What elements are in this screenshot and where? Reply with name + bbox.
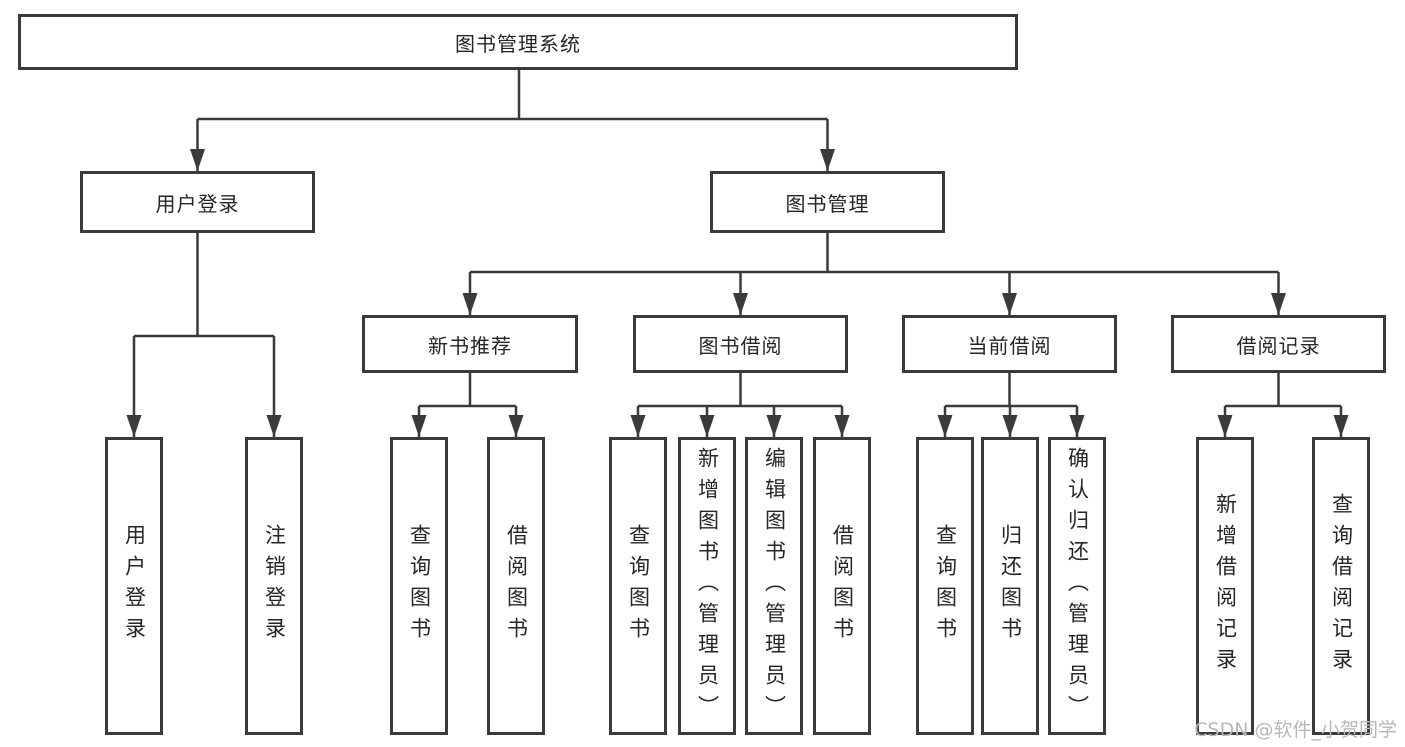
leaf-confirm-return-admin-label: 确认归还（管理员） — [1065, 446, 1090, 726]
leaf-return-books: 归还图书 — [981, 437, 1039, 735]
leaf-logout-login-label: 注销登录 — [262, 524, 287, 648]
leaf-confirm-return-admin: 确认归还（管理员） — [1048, 437, 1106, 735]
node-root-system: 图书管理系统 — [18, 14, 1018, 70]
node-user-login: 用户登录 — [80, 171, 315, 233]
leaf-recommend-borrow-books: 借阅图书 — [487, 437, 545, 735]
csdn-watermark: CSDN @软件_小贺同学 — [1194, 719, 1397, 741]
node-book-management-label: 图书管理 — [785, 191, 870, 216]
leaf-user-login: 用户登录 — [105, 437, 163, 735]
node-book-borrow: 图书借阅 — [633, 315, 848, 373]
leaf-borrow-borrow-books: 借阅图书 — [813, 437, 871, 735]
leaf-add-borrow-record-label: 新增借阅记录 — [1213, 493, 1238, 679]
node-borrow-records-label: 借阅记录 — [1236, 333, 1321, 358]
node-borrow-records: 借阅记录 — [1171, 315, 1386, 373]
leaf-recommend-query-books-label: 查询图书 — [407, 524, 432, 648]
leaf-query-borrow-record-label: 查询借阅记录 — [1329, 493, 1354, 679]
node-user-login-label: 用户登录 — [155, 191, 240, 216]
node-root-label: 图书管理系统 — [455, 31, 581, 56]
node-new-book-recommend: 新书推荐 — [362, 315, 578, 373]
node-book-borrow-label: 图书借阅 — [698, 333, 783, 358]
node-current-borrow: 当前借阅 — [902, 315, 1117, 373]
leaf-current-query-books-label: 查询图书 — [933, 524, 958, 648]
leaf-logout-login: 注销登录 — [245, 437, 303, 735]
leaf-edit-books-admin: 编辑图书（管理员） — [745, 437, 803, 735]
leaf-return-books-label: 归还图书 — [998, 524, 1023, 648]
leaf-user-login-label: 用户登录 — [122, 524, 147, 648]
node-current-borrow-label: 当前借阅 — [967, 333, 1052, 358]
leaf-recommend-query-books: 查询图书 — [390, 437, 448, 735]
node-book-management: 图书管理 — [710, 171, 945, 233]
leaf-add-books-admin-label: 新增图书（管理员） — [695, 446, 720, 726]
leaf-add-books-admin: 新增图书（管理员） — [678, 437, 736, 735]
leaf-current-query-books: 查询图书 — [916, 437, 974, 735]
leaf-add-borrow-record: 新增借阅记录 — [1196, 437, 1254, 735]
leaf-edit-books-admin-label: 编辑图书（管理员） — [762, 446, 787, 726]
leaf-borrow-borrow-books-label: 借阅图书 — [830, 524, 855, 648]
leaf-query-borrow-record: 查询借阅记录 — [1312, 437, 1370, 735]
leaf-borrow-query-books-label: 查询图书 — [626, 524, 651, 648]
node-new-book-recommend-label: 新书推荐 — [428, 333, 512, 358]
leaf-recommend-borrow-books-label: 借阅图书 — [504, 524, 529, 648]
leaf-borrow-query-books: 查询图书 — [609, 437, 667, 735]
